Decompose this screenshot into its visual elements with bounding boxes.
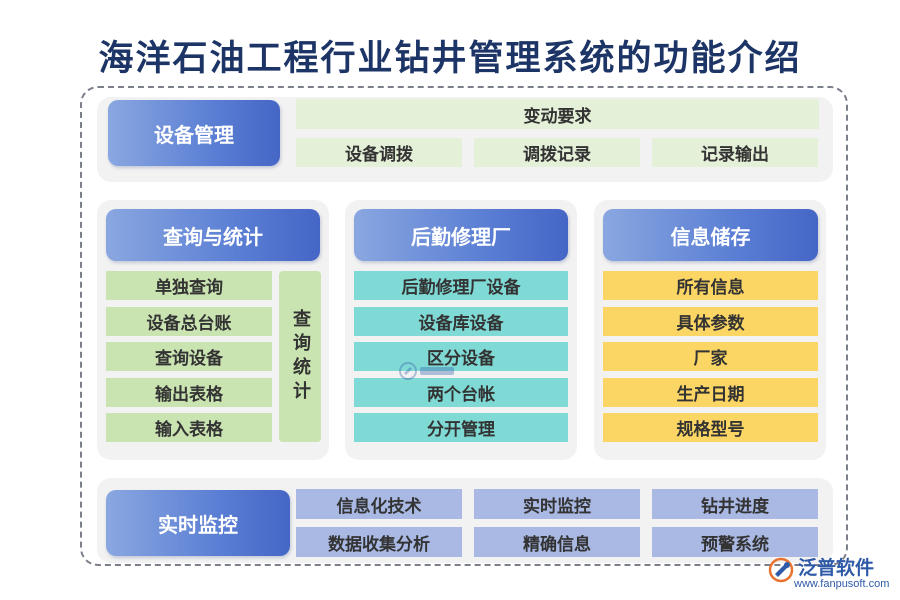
page-title: 海洋石油工程行业钻井管理系统的功能介绍 <box>98 39 802 79</box>
storage-item: 所有信息 <box>603 271 818 300</box>
logistics-item: 区分设备 <box>354 342 568 371</box>
query-item: 输出表格 <box>106 378 272 407</box>
monitor-item: 数据收集分析 <box>296 527 462 557</box>
brand-logo: 泛普软件 www.fanpusoft.com <box>762 553 892 593</box>
logistics-item: 分开管理 <box>354 413 568 442</box>
monitor-item: 钻井进度 <box>652 489 818 519</box>
logistics-header: 后勤修理厂 <box>354 209 568 261</box>
storage-item: 生产日期 <box>603 378 818 407</box>
diagram-frame <box>80 86 848 566</box>
monitor-item: 信息化技术 <box>296 489 462 519</box>
brand-name: 泛普软件 <box>798 557 875 579</box>
logistics-item: 两个台帐 <box>354 378 568 407</box>
monitor-item: 精确信息 <box>474 527 640 557</box>
monitor-item: 实时监控 <box>474 489 640 519</box>
storage-item: 厂家 <box>603 342 818 371</box>
storage-item: 具体参数 <box>603 307 818 336</box>
monitor-item: 预警系统 <box>652 527 818 557</box>
storage-item: 规格型号 <box>603 413 818 442</box>
query-item: 设备总台账 <box>106 307 272 336</box>
brand-logo-icon <box>768 557 794 583</box>
equipment-item: 设备调拨 <box>296 138 462 167</box>
logistics-item: 后勤修理厂设备 <box>354 271 568 300</box>
storage-header: 信息储存 <box>603 209 818 261</box>
equipment-item: 调拨记录 <box>474 138 640 167</box>
monitor-header: 实时监控 <box>106 490 290 556</box>
brand-url: www.fanpusoft.com <box>794 578 890 590</box>
query-item: 单独查询 <box>106 271 272 300</box>
query-item: 查询设备 <box>106 342 272 371</box>
equipment-header: 设备管理 <box>108 100 280 166</box>
watermark-logo-icon <box>399 362 454 380</box>
query-item: 输入表格 <box>106 413 272 442</box>
equipment-top-item: 变动要求 <box>296 99 819 129</box>
query-side-label: 查询统计 <box>279 271 321 442</box>
query-header: 查询与统计 <box>106 209 320 261</box>
equipment-item: 记录输出 <box>652 138 818 167</box>
logistics-item: 设备库设备 <box>354 307 568 336</box>
